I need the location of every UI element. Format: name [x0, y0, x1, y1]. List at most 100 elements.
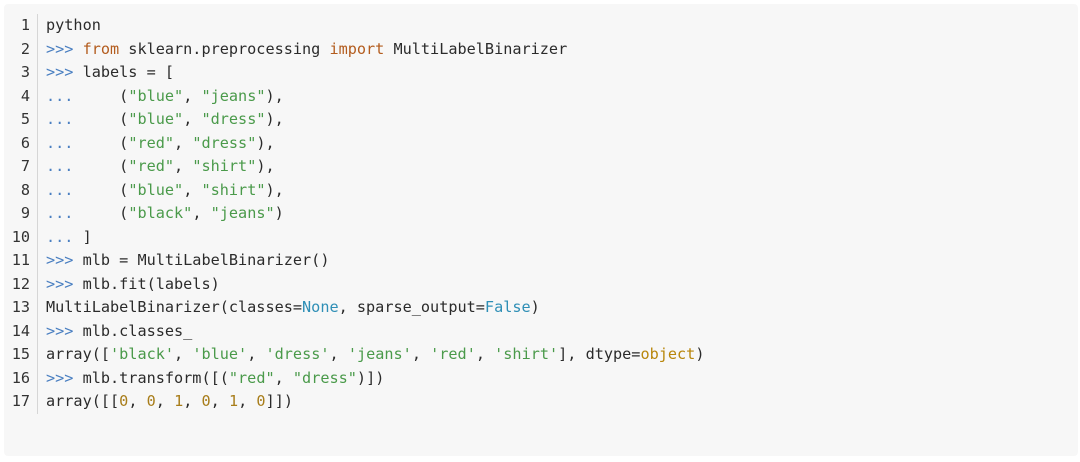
code-token-string: "shirt"	[201, 180, 266, 199]
code-token-number: 0	[256, 392, 266, 410]
code-token-plain: ,	[192, 204, 211, 222]
code-token-string: "jeans"	[201, 86, 266, 105]
code-token-string: "red"	[128, 133, 175, 152]
line-number: 4	[4, 84, 38, 108]
code-token-plain: ),	[256, 133, 275, 152]
line-number: 8	[4, 178, 38, 202]
code-token-string: "red"	[228, 368, 275, 387]
code-token-plain: MultiLabelBinarizer(classes=	[46, 298, 303, 316]
code-token-number: 0	[146, 392, 156, 410]
line-content: ... ("red", "dress"),	[38, 132, 275, 156]
code-line: 4... ("blue", "jeans"),	[4, 84, 1078, 108]
line-number: 11	[4, 249, 38, 273]
code-token-plain: (	[119, 204, 129, 222]
code-line: 6... ("red", "dress"),	[4, 131, 1078, 156]
code-token-plain: ),	[265, 86, 284, 105]
line-content: MultiLabelBinarizer(classes=None, sparse…	[38, 296, 540, 320]
code-token-string: 'red'	[430, 345, 476, 363]
code-token-plain: (	[119, 86, 129, 105]
code-token-plain: ]])	[265, 392, 294, 410]
code-token-plain: ,	[183, 392, 202, 410]
code-token-constant: None	[302, 298, 339, 316]
code-token-type: object	[640, 345, 696, 363]
code-token-constant: False	[484, 298, 531, 316]
code-token-plain: ,	[183, 86, 202, 105]
code-token-plain: (	[119, 110, 129, 128]
code-token-prompt: ...	[46, 110, 120, 128]
code-token-string: 'black'	[110, 345, 175, 363]
code-line: 5... ("blue", "dress"),	[4, 108, 1078, 132]
code-token-string: "dress"	[192, 133, 257, 152]
line-content: ... ("blue", "shirt"),	[38, 179, 284, 203]
code-token-plain: ),	[265, 110, 284, 128]
code-token-plain: ,	[174, 133, 193, 152]
code-token-plain: )	[274, 204, 284, 222]
code-token-plain: , sparse_output=	[338, 298, 485, 316]
code-token-plain: ]	[82, 227, 92, 246]
code-line: 14>>> mlb.classes_	[4, 319, 1078, 344]
code-token-plain: ,	[274, 368, 293, 387]
code-line: 2>>> from sklearn.preprocessing import M…	[4, 37, 1078, 62]
code-token-string: "shirt"	[192, 157, 257, 175]
line-content: >>> mlb.classes_	[38, 320, 192, 344]
code-token-string: "black"	[128, 204, 193, 222]
code-token-string: "blue"	[128, 86, 184, 105]
code-token-plain: (	[119, 133, 129, 152]
code-line: 3>>> labels = [	[4, 61, 1078, 85]
code-token-prompt: >>>	[46, 63, 83, 81]
line-number: 1	[4, 14, 38, 38]
code-line: 7... ("red", "shirt"),	[4, 155, 1078, 179]
code-token-plain: )])	[356, 368, 385, 387]
code-token-plain: sklearn.preprocessing	[119, 39, 330, 58]
line-content: ... ("blue", "dress"),	[38, 108, 284, 132]
code-token-prompt: ...	[46, 180, 120, 199]
code-token-plain: ,	[329, 345, 348, 363]
line-number: 6	[4, 131, 38, 155]
code-line: 12>>> mlb.fit(labels)	[4, 272, 1078, 297]
code-token-plain: array([	[46, 345, 111, 363]
code-token-plain: mlb.fit(labels)	[82, 274, 220, 293]
line-content: ... ]	[38, 226, 92, 250]
code-token-plain: (	[119, 180, 129, 199]
code-token-string: 'dress'	[265, 345, 330, 363]
code-token-string: "blue"	[128, 180, 184, 199]
code-token-plain: ),	[256, 157, 275, 175]
line-content: python	[38, 14, 101, 38]
line-number: 10	[4, 225, 38, 249]
code-token-number: 1	[174, 392, 184, 410]
code-token-plain: (	[119, 157, 129, 175]
code-token-plain: ,	[174, 345, 193, 363]
line-content: >>> labels = [	[38, 61, 174, 85]
line-number: 15	[4, 343, 38, 367]
code-token-prompt: >>>	[46, 368, 83, 387]
code-token-prompt: >>>	[46, 274, 83, 293]
code-token-prompt: ...	[46, 133, 120, 152]
code-token-plain: ,	[210, 392, 229, 410]
line-number: 2	[4, 37, 38, 61]
code-token-prompt: ...	[46, 204, 120, 222]
code-token-prompt: ...	[46, 227, 83, 246]
line-content: ... ("red", "shirt"),	[38, 155, 275, 179]
code-token-plain: ,	[475, 345, 495, 363]
line-content: >>> mlb.transform([("red", "dress")])	[38, 367, 384, 391]
code-token-plain: ,	[183, 110, 202, 128]
code-token-plain: ,	[183, 180, 202, 199]
code-token-plain: mlb = MultiLabelBinarizer()	[82, 251, 330, 269]
code-token-prompt: >>>	[46, 39, 83, 58]
code-token-plain: mlb.classes_	[82, 321, 193, 340]
code-token-string: "blue"	[128, 110, 184, 128]
line-content: >>> mlb.fit(labels)	[38, 273, 220, 297]
line-number: 9	[4, 202, 38, 226]
line-content: >>> from sklearn.preprocessing import Mu…	[38, 38, 567, 62]
code-token-plain: ,	[155, 392, 175, 410]
code-token-plain: labels = [	[82, 63, 175, 81]
code-token-keyword: from	[82, 39, 120, 58]
code-token-prompt: >>>	[46, 321, 83, 340]
code-token-prompt: ...	[46, 86, 120, 105]
code-token-string: 'blue'	[192, 345, 248, 363]
line-number: 17	[4, 390, 38, 414]
